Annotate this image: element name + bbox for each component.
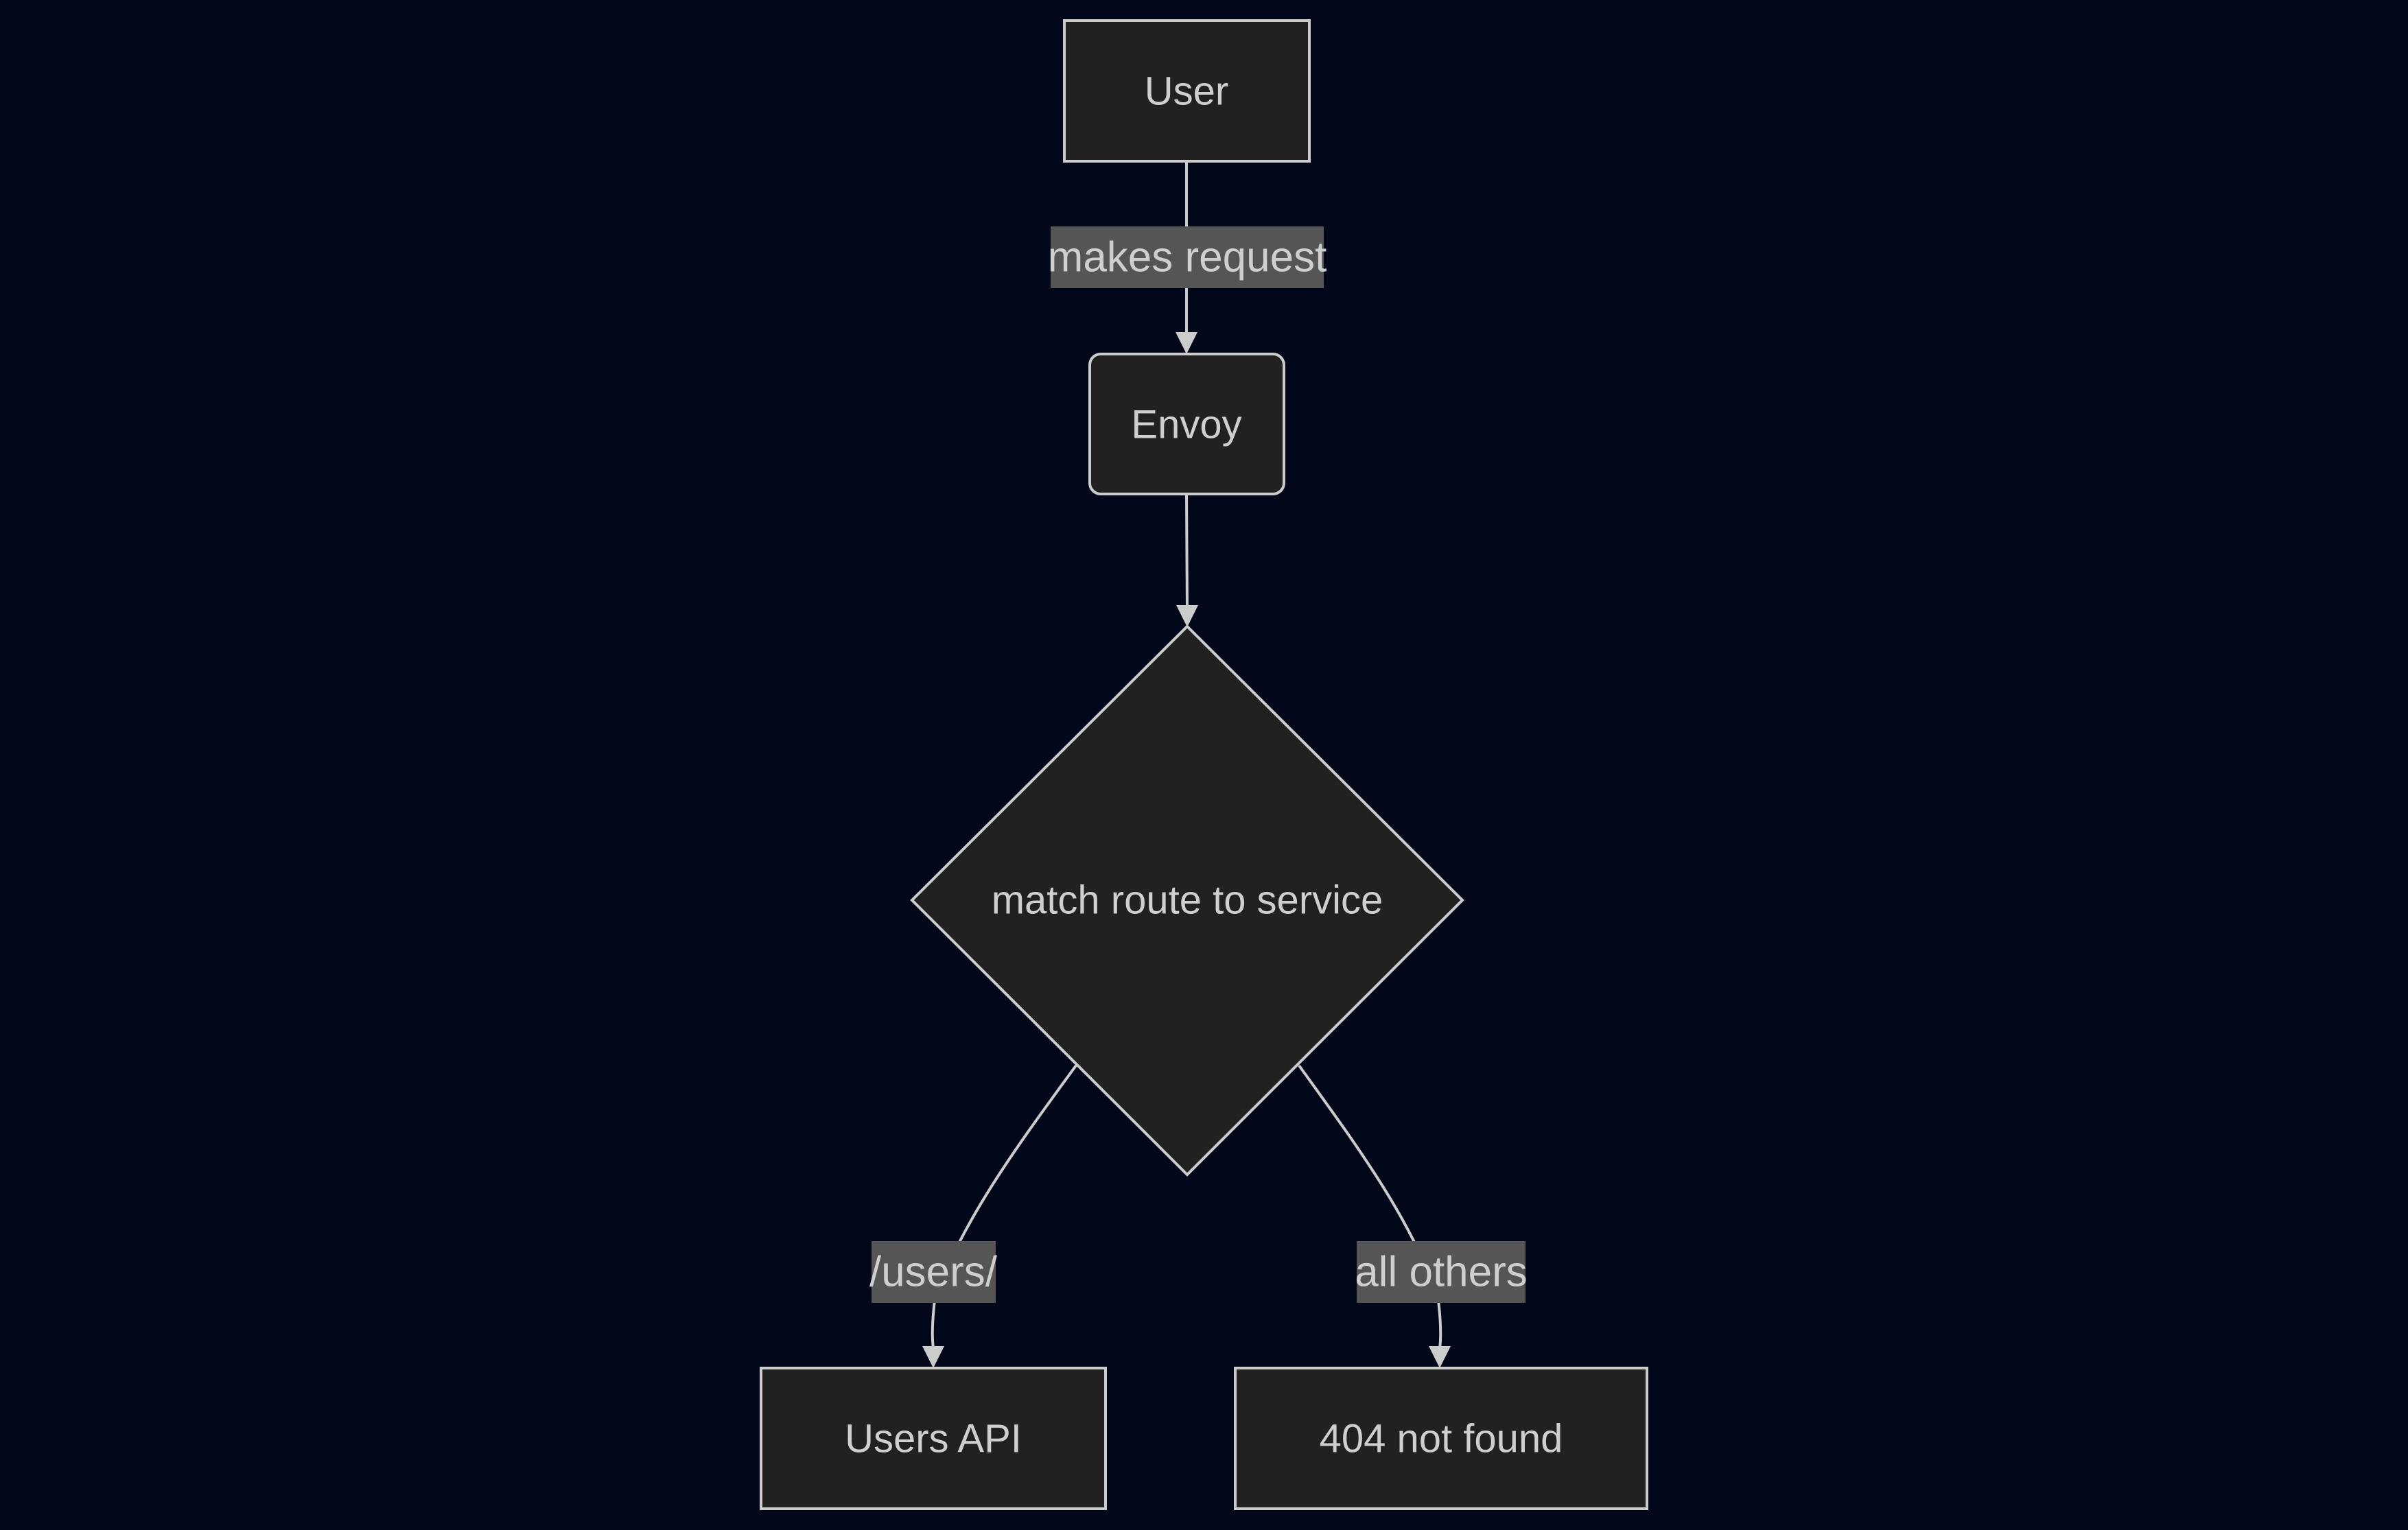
edge-label-text: all others [1355, 1249, 1528, 1296]
edge-label-text: makes request [1048, 234, 1327, 281]
edge-label-background [1357, 1241, 1526, 1303]
node-label: match route to service [992, 878, 1383, 923]
arrowhead-decision [1176, 605, 1198, 627]
edge-label-users-path: /users/ [869, 1241, 998, 1303]
node-box [1234, 1367, 1648, 1510]
edge-label-background [872, 1241, 996, 1303]
edge-label-background [1051, 226, 1324, 288]
edge-label-all-others: all others [1355, 1241, 1528, 1303]
node-envoy: Envoy [1088, 353, 1285, 495]
node-label: Users API [845, 1417, 1022, 1461]
node-box [1088, 353, 1285, 495]
node-not-found: 404 not found [1234, 1367, 1648, 1510]
arrowhead-envoy [1176, 332, 1197, 354]
edge-label-makes-request: makes request [1048, 226, 1327, 288]
node-label: 404 not found [1320, 1417, 1563, 1461]
edge-label-text: /users/ [869, 1249, 998, 1296]
node-box [1063, 19, 1311, 163]
node-decision: match route to service [910, 624, 1464, 1177]
arrowhead-not-found [1429, 1346, 1451, 1368]
node-user: User [1063, 19, 1311, 163]
node-label: Envoy [1131, 403, 1241, 447]
decision-diamond [910, 624, 1464, 1177]
node-users-api: Users API [760, 1367, 1107, 1510]
node-label: User [1145, 69, 1228, 114]
arrowhead-users-api [922, 1346, 944, 1368]
node-box [760, 1367, 1107, 1510]
